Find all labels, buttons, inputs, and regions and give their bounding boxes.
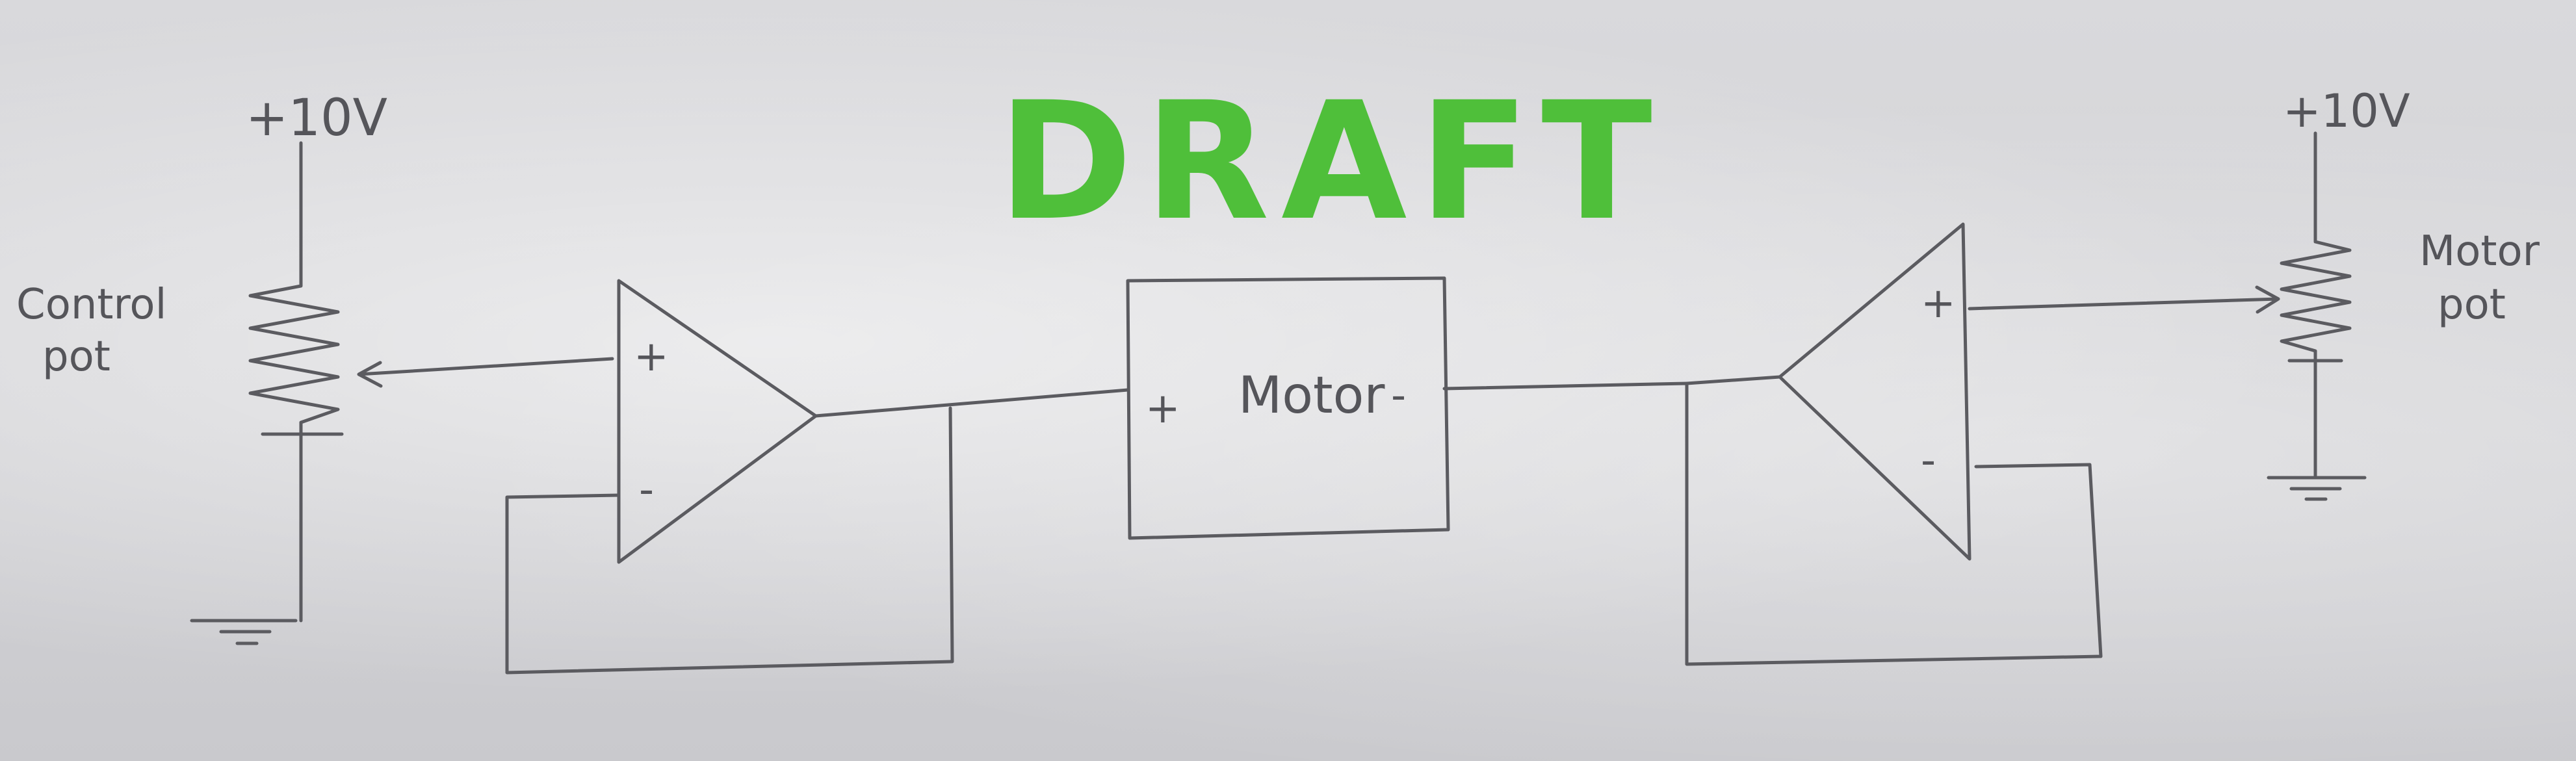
- ground-left-icon: [190, 619, 298, 645]
- motor-pot-wiper-arrow: [1968, 285, 2280, 314]
- motor-pot-ground-wire: [2287, 354, 2343, 480]
- control-pot-wiper-arrow: [357, 357, 614, 388]
- opamp-right-minus-label: -: [1921, 437, 1936, 485]
- control-pot-resistor: [248, 279, 340, 431]
- motor-label: Motor: [1238, 367, 1385, 425]
- control-pot-ground-wire: [261, 427, 344, 623]
- opamp-left-feedback-loop: [505, 406, 954, 675]
- motor-box: [1126, 276, 1450, 540]
- opamp-right-input-link: [1685, 375, 1782, 385]
- motor-pot-resistor: [2280, 233, 2352, 358]
- control-pot-label-line1: Control: [16, 281, 166, 329]
- motor-pot-label-line1: Motor: [2419, 227, 2540, 276]
- motor-minus-label: -: [1391, 372, 1406, 420]
- opamp-left-plus-label: +: [634, 333, 669, 381]
- opamp-left-output-wire: [814, 388, 1130, 418]
- ground-right-icon: [2267, 476, 2367, 501]
- motor-pot-label-line2: pot: [2438, 281, 2506, 329]
- motor-plus-label: +: [1145, 385, 1180, 433]
- opamp-right-triangle: [1778, 222, 1971, 561]
- motor-right-wire: [1442, 381, 2103, 666]
- opamp-left-minus-label: -: [639, 466, 654, 514]
- draft-stamp: DRAFT: [998, 67, 1664, 256]
- supply-left-label: +10V: [246, 89, 387, 148]
- opamp-right-plus-label: +: [1921, 279, 1956, 328]
- supply-right-label: +10V: [2283, 84, 2410, 138]
- opamp-left-triangle: [617, 279, 818, 564]
- control-pot-label-line2: pot: [42, 333, 111, 381]
